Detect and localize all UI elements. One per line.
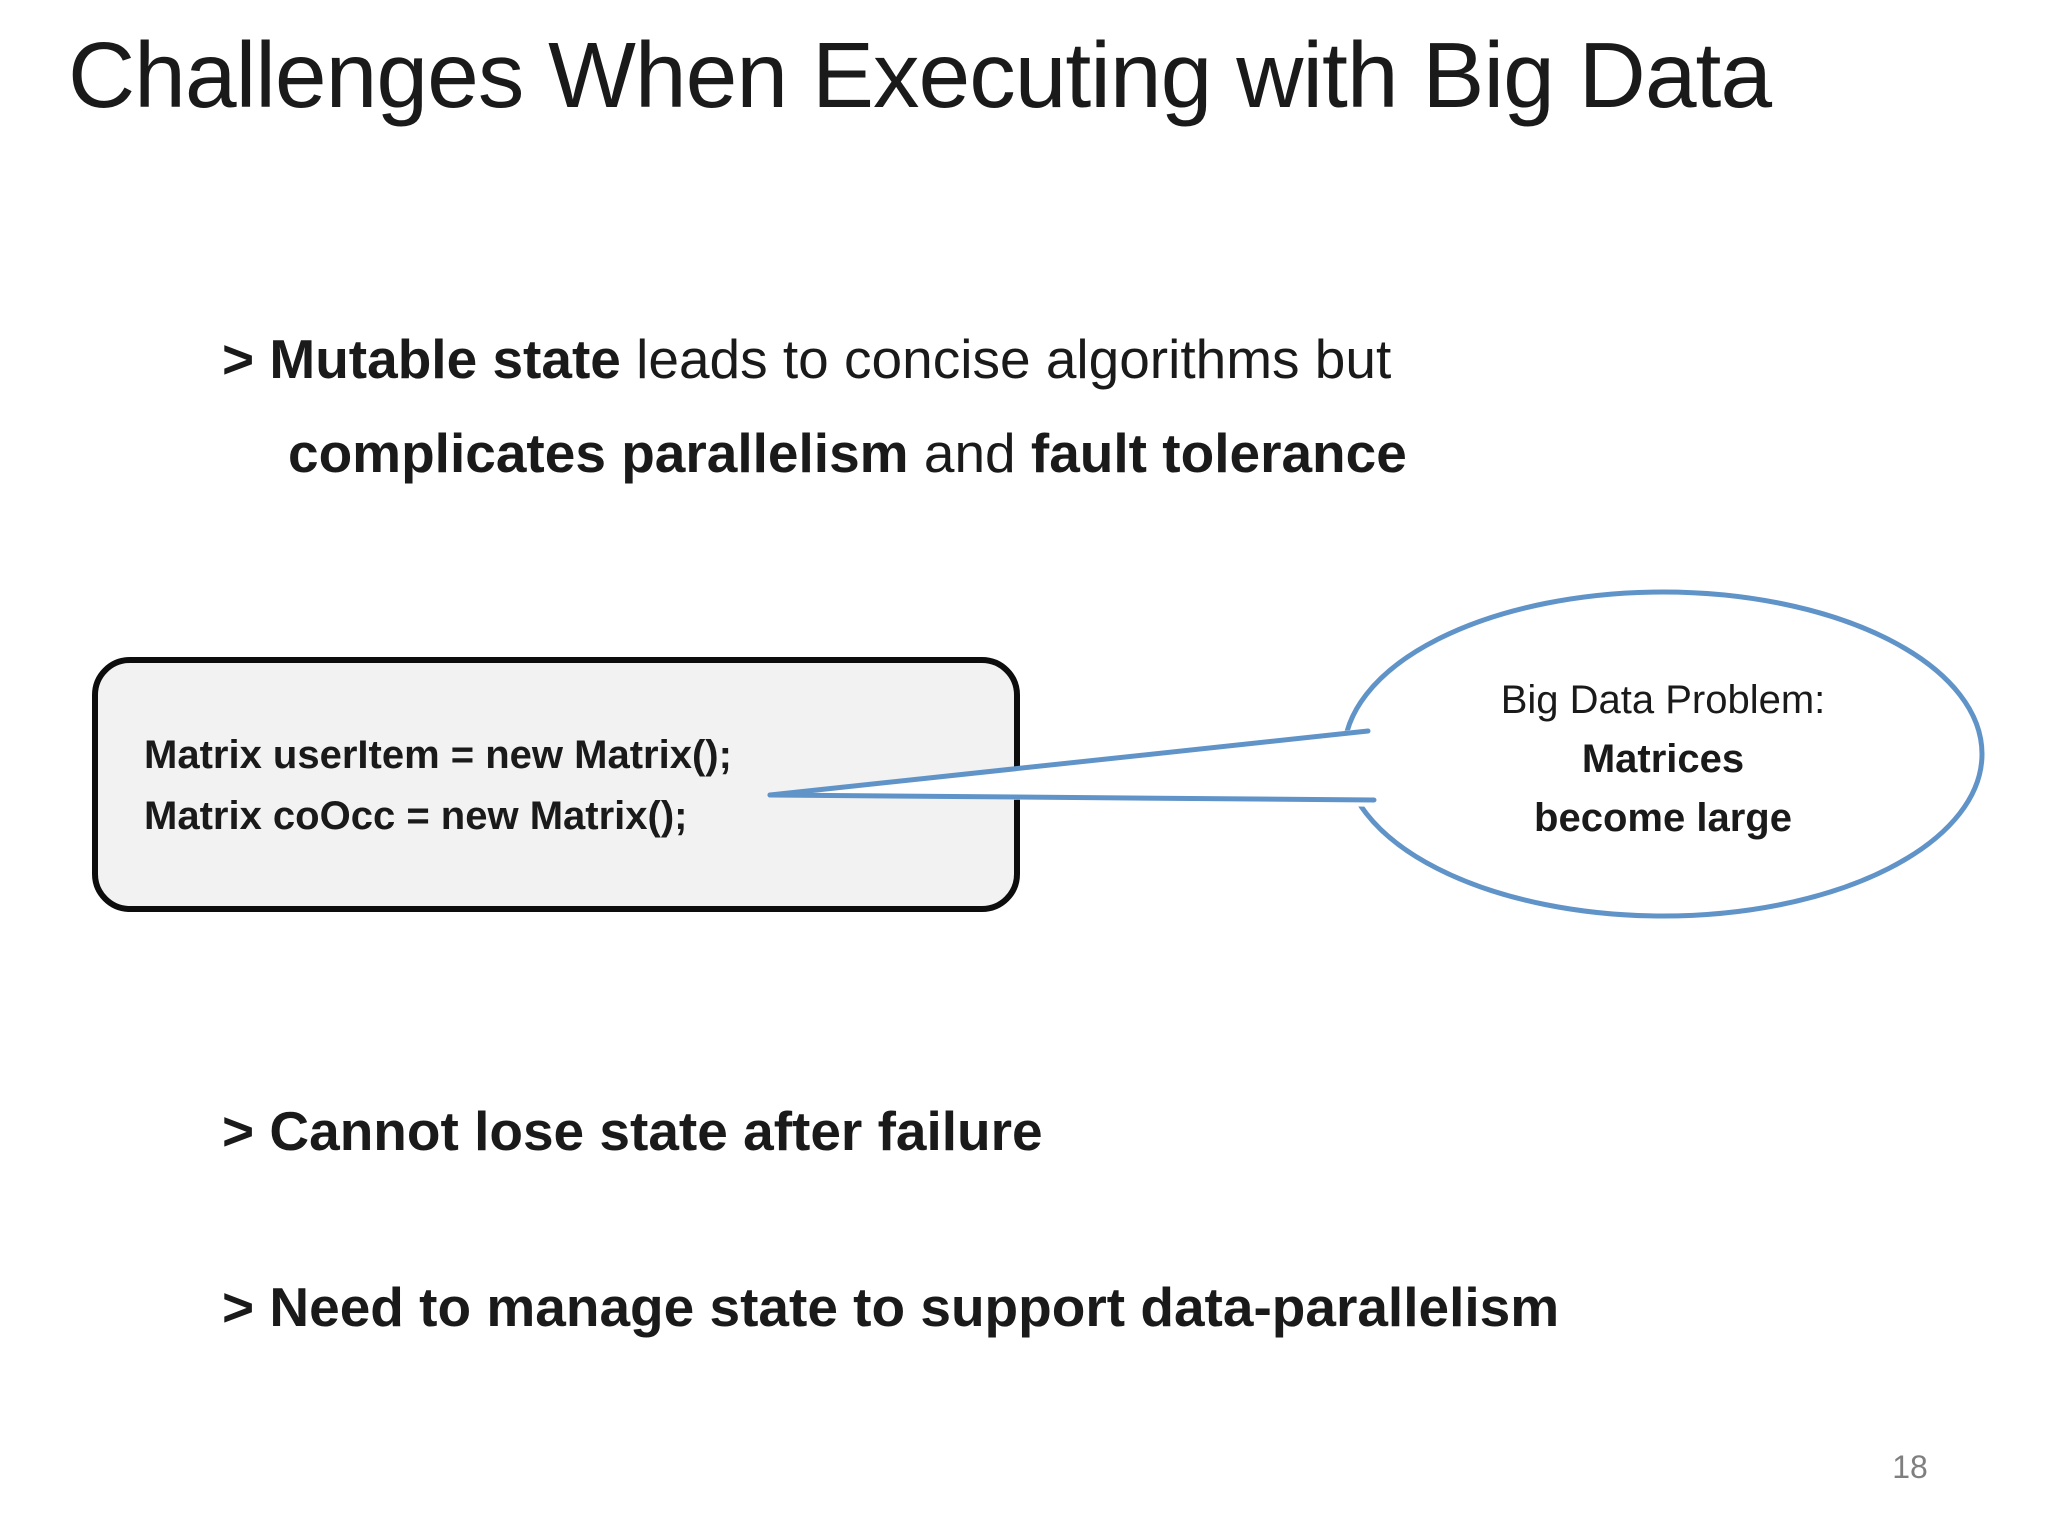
bullet-mutable-state-line1: > Mutable state leads to concise algorit… — [222, 312, 1407, 406]
bubble-line-problem: Big Data Problem: — [1500, 678, 1826, 722]
bullet-fault-tolerance-bold: fault tolerance — [1030, 422, 1407, 484]
code-line-coocc: Matrix coOcc = new Matrix(); — [144, 794, 688, 838]
bullet-manage-state: > Need to manage state to support data-p… — [222, 1276, 1560, 1338]
bubble-line-matrices: Matrices — [1581, 737, 1745, 781]
bullet-and-plain: and — [908, 422, 1031, 484]
code-box: Matrix userItem = new Matrix(); Matrix c… — [92, 657, 1020, 912]
bullet-mutable-state-bold: > Mutable state — [222, 328, 621, 390]
bullet-mutable-state-rest: leads to concise algorithms but — [620, 328, 1392, 390]
speech-bubble-text: Big Data Problem: Matrices become large — [1398, 671, 1928, 848]
bullet-mutable-state: > Mutable state leads to concise algorit… — [222, 312, 1407, 500]
bubble-line-become-large: become large — [1534, 796, 1792, 840]
bullet-mutable-state-line2: complicates parallelism and fault tolera… — [288, 406, 1407, 500]
code-line-useritem: Matrix userItem = new Matrix(); — [144, 733, 732, 777]
bullet-cannot-lose-state: > Cannot lose state after failure — [222, 1100, 1043, 1162]
slide-title: Challenges When Executing with Big Data — [68, 23, 1772, 127]
bullet-complicates-bold: complicates parallelism — [288, 422, 909, 484]
page-number: 18 — [1892, 1449, 1928, 1485]
